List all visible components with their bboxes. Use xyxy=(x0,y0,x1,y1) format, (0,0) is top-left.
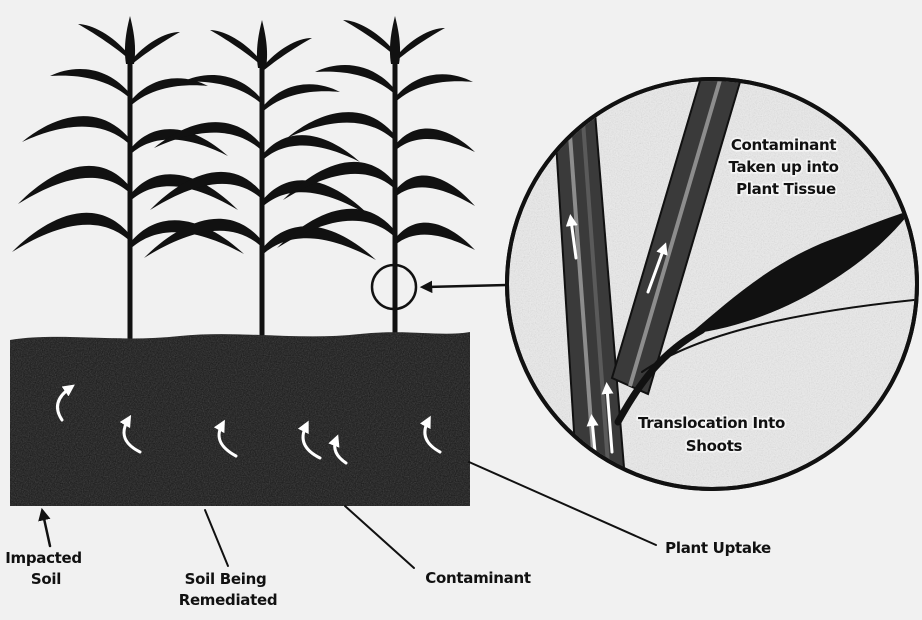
label-line: Plant Tissue xyxy=(736,180,836,198)
label-plant-uptake: Plant Uptake xyxy=(665,539,771,557)
label-line: Translocation Into xyxy=(638,414,785,432)
label-contaminant-taken-up: Contaminant Taken up into Plant Tissue xyxy=(728,136,843,198)
label-line: Shoots xyxy=(686,437,743,455)
label-line: Remediated xyxy=(179,591,278,609)
label-line: Impacted xyxy=(5,549,82,567)
label-line: Contaminant xyxy=(731,136,837,154)
label-line: Soil xyxy=(31,570,61,588)
magnified-view: Contaminant Taken up into Plant Tissue T… xyxy=(507,74,917,496)
label-line: Soil Being xyxy=(185,570,267,588)
label-line: Taken up into xyxy=(728,158,838,176)
label-contaminant: Contaminant xyxy=(425,569,531,587)
soil-texture xyxy=(10,332,470,506)
soil-block xyxy=(10,332,470,506)
